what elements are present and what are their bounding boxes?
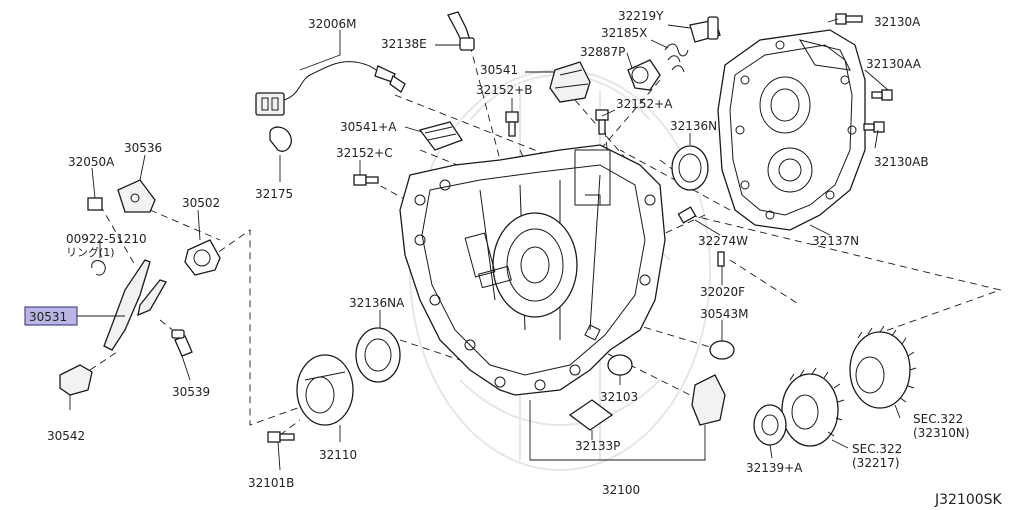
label-30531[interactable]: 30531: [29, 310, 67, 324]
label-32139a[interactable]: 32139+A: [746, 461, 803, 475]
bolt-32152a: [595, 109, 609, 135]
label-32050a[interactable]: 32050A: [68, 155, 115, 169]
part-labels: 32006M 32138E 32219Y 32185X 32887P 32130…: [29, 9, 1003, 508]
gasket-plate: [418, 121, 463, 151]
dowel-pin: [717, 251, 725, 267]
label-32006m[interactable]: 32006M: [308, 17, 357, 31]
breather-tube: [447, 11, 475, 51]
highlight-box: [24, 306, 78, 326]
diagram-code: J32100SK: [934, 492, 1003, 508]
cover-bracket: [549, 61, 591, 103]
label-30542[interactable]: 30542: [47, 429, 85, 443]
label-32100[interactable]: 32100: [602, 483, 640, 497]
label-32138e[interactable]: 32138E: [381, 37, 427, 51]
label-32175[interactable]: 32175: [255, 187, 293, 201]
label-30539[interactable]: 30539: [172, 385, 210, 399]
label-32133p[interactable]: 32133P: [575, 439, 620, 453]
oil-seal-32136n: [671, 145, 709, 191]
label-32110[interactable]: 32110: [319, 448, 357, 462]
label-32152a[interactable]: 32152+A: [616, 97, 673, 111]
label-30536[interactable]: 30536: [124, 141, 162, 155]
gear-32217: [781, 367, 845, 447]
rear-cover: [717, 29, 866, 231]
dust-boot: [59, 364, 93, 396]
front-retainer: [296, 354, 354, 426]
label-sec322-32310n[interactable]: SEC.322: [913, 412, 963, 426]
label-32130ab[interactable]: 32130AB: [874, 155, 929, 169]
label-30543m[interactable]: 30543M: [700, 307, 749, 321]
bolt-32152c: [353, 174, 379, 186]
label-30541[interactable]: 30541: [480, 63, 518, 77]
label-30502[interactable]: 30502: [182, 196, 220, 210]
label-ring-qty: リング(1): [66, 245, 115, 259]
label-32130aa[interactable]: 32130AA: [866, 57, 922, 71]
label-32219y[interactable]: 32219Y: [618, 9, 664, 23]
leader-lines: [69, 18, 901, 471]
pivot-pin: [171, 329, 193, 357]
bolt-32130a: [835, 13, 863, 25]
side-bracket: [691, 374, 726, 426]
label-32137n[interactable]: 32137N: [812, 234, 859, 248]
label-32274w[interactable]: 32274W: [698, 234, 748, 248]
label-32103[interactable]: 32103: [600, 390, 638, 404]
bolt-32130aa: [871, 89, 893, 101]
release-bearing: [184, 239, 221, 276]
label-32130a[interactable]: 32130A: [874, 15, 921, 29]
drain-plug: [607, 354, 633, 376]
release-fork: [103, 259, 167, 351]
label-sec322-32217-sub: (32217): [852, 456, 900, 470]
label-32887p[interactable]: 32887P: [580, 45, 625, 59]
bushing: [677, 206, 697, 224]
label-32152b[interactable]: 32152+B: [476, 83, 532, 97]
bolt-32050a: [87, 197, 103, 211]
gear-32310n: [849, 325, 917, 409]
label-sec322-32310n-sub: (32310N): [913, 426, 970, 440]
label-32020f[interactable]: 32020F: [700, 285, 745, 299]
bolt-32152b: [505, 111, 519, 137]
label-30541a[interactable]: 30541+A: [340, 120, 397, 134]
sensor-harness: [255, 61, 406, 116]
transfer-case-housing: [399, 144, 666, 396]
label-32101b[interactable]: 32101B: [248, 476, 294, 490]
name-plate: [568, 399, 614, 431]
bolt-32130ab: [863, 121, 885, 133]
label-32136na[interactable]: 32136NA: [349, 296, 405, 310]
gasket-32139a: [753, 404, 787, 446]
label-00922-51210[interactable]: 00922-51210: [66, 232, 147, 246]
harness-clip: [269, 126, 292, 152]
label-sec322-32217[interactable]: SEC.322: [852, 442, 902, 456]
plug-cap: [709, 340, 735, 360]
oil-seal-32136na: [355, 327, 401, 383]
bolt-32101b: [267, 431, 295, 443]
label-32136n[interactable]: 32136N: [670, 119, 717, 133]
speedometer-parts: [627, 16, 721, 91]
label-32152c[interactable]: 32152+C: [336, 146, 393, 160]
pivot-bracket: [117, 179, 156, 213]
retaining-ring: [91, 260, 106, 276]
label-32185x[interactable]: 32185X: [601, 26, 647, 40]
